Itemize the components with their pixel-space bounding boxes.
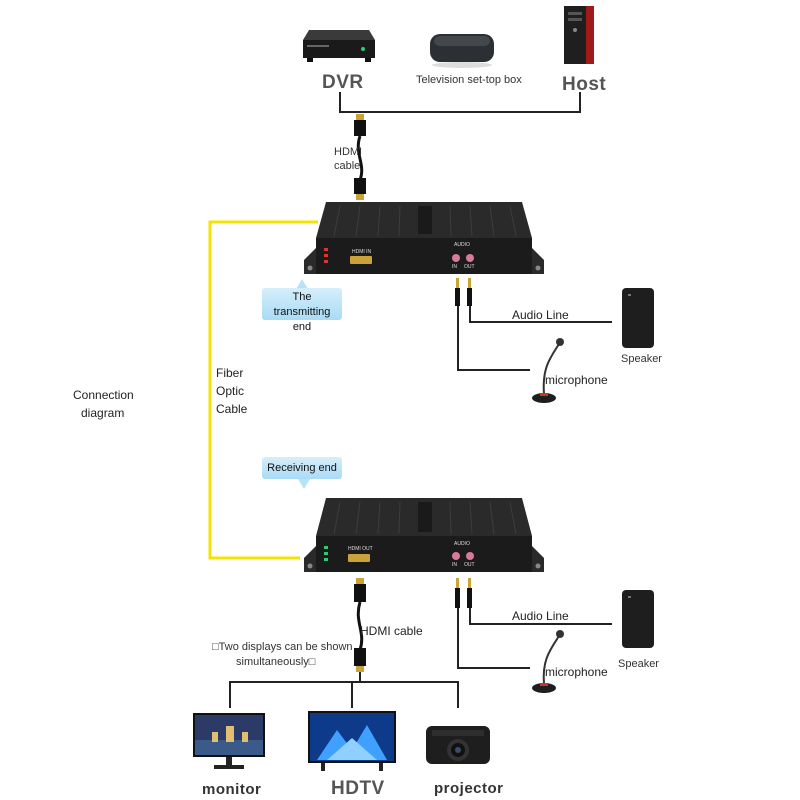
tx-audio-line-speaker bbox=[469, 304, 612, 323]
display-bus-line bbox=[229, 681, 459, 708]
tx-callout-line1: The transmitting bbox=[273, 291, 331, 318]
hdmi-top-label-2: cable bbox=[334, 160, 361, 172]
tx-audio-line-label: Audio Line bbox=[512, 308, 569, 322]
rx-callout: Receiving end bbox=[262, 457, 342, 479]
projector-icon bbox=[424, 720, 492, 770]
host-label: Host bbox=[562, 74, 607, 95]
hdtv-icon bbox=[307, 710, 397, 772]
monitor-icon bbox=[192, 712, 266, 772]
rx-audio-line-label: Audio Line bbox=[512, 609, 569, 623]
projector-label: projector bbox=[434, 780, 504, 797]
fiber-label-2: Optic bbox=[216, 384, 245, 398]
tx-callout-line2: end bbox=[292, 321, 312, 333]
rx-audio-jack-icon bbox=[452, 578, 476, 608]
rx-port-in-label: IN bbox=[452, 562, 457, 568]
host-pc-icon bbox=[562, 4, 596, 66]
hdmi-bottom-label: HDMI cable bbox=[360, 624, 423, 638]
receiver-device bbox=[300, 494, 552, 576]
fiber-optic-cable bbox=[208, 220, 318, 560]
tx-port-hdmi-label: HDMI IN bbox=[352, 249, 372, 255]
two-displays-label-2: simultaneously□ bbox=[236, 656, 316, 668]
tx-port-audio-label: AUDIO bbox=[454, 242, 470, 248]
tx-port-in-label: IN bbox=[452, 264, 457, 270]
tx-callout: The transmitting end bbox=[262, 288, 342, 333]
rx-port-audio-label: AUDIO bbox=[454, 541, 470, 547]
tx-microphone-label: microphone bbox=[545, 373, 608, 387]
tx-audio-jack-icon bbox=[452, 278, 476, 306]
tx-speaker-label: Speaker bbox=[621, 353, 662, 365]
fiber-label-1: Fiber bbox=[216, 366, 244, 380]
hdmi-top-label-1: HDMI bbox=[334, 146, 363, 158]
hdtv-label: HDTV bbox=[331, 778, 385, 799]
tx-callout-arrow bbox=[296, 279, 308, 289]
fiber-label-3: Cable bbox=[216, 402, 248, 416]
tx-audio-line-mic bbox=[457, 304, 530, 371]
rx-audio-line-speaker bbox=[469, 608, 612, 625]
rx-callout-arrow bbox=[298, 479, 310, 489]
rx-audio-line-mic bbox=[457, 608, 530, 669]
settop-box-icon bbox=[426, 30, 498, 70]
rx-port-out-label: OUT bbox=[464, 562, 475, 568]
monitor-label: monitor bbox=[202, 781, 262, 798]
rx-microphone-icon bbox=[528, 630, 568, 698]
connection-diagram-label-1: Connection bbox=[73, 388, 134, 402]
two-displays-label-1: □Two displays can be shown bbox=[212, 641, 353, 653]
dvr-label: DVR bbox=[322, 72, 364, 93]
transmitter-device bbox=[300, 198, 552, 278]
dvr-icon bbox=[303, 28, 375, 64]
tx-port-out-label: OUT bbox=[464, 264, 475, 270]
rx-speaker-icon bbox=[620, 588, 656, 650]
hdmi-cable-top-icon bbox=[350, 114, 370, 200]
tx-microphone-icon bbox=[528, 338, 568, 408]
rx-microphone-label: microphone bbox=[545, 665, 608, 679]
settop-label: Television set-top box bbox=[416, 74, 522, 86]
source-bus-line bbox=[339, 92, 581, 113]
tx-speaker-icon bbox=[620, 286, 656, 350]
hdmi-cable-bottom-icon bbox=[350, 578, 370, 672]
rx-port-hdmi-label: HDMI OUT bbox=[348, 546, 373, 552]
rx-speaker-label: Speaker bbox=[618, 658, 659, 670]
connection-diagram-label-2: diagram bbox=[81, 406, 125, 420]
